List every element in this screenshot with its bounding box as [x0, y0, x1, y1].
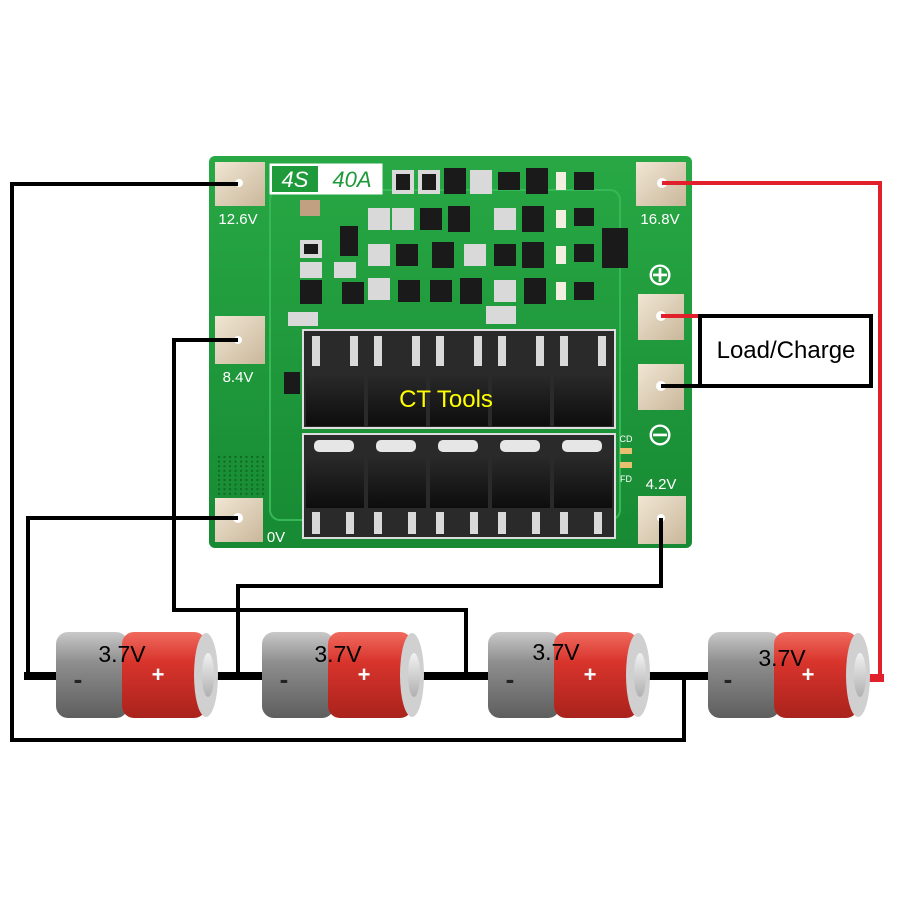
battery-1-plus: + [152, 662, 165, 687]
battery-3-voltage: 3.7V [532, 639, 580, 665]
pad-12v6: 12.6V [215, 162, 265, 228]
smd-components [284, 168, 628, 394]
battery-1-voltage: 3.7V [98, 641, 146, 667]
pad-8v4-label: 8.4V [223, 369, 254, 386]
model-label: 4S 40A [269, 163, 383, 195]
battery-4: 3.7V - + [708, 632, 870, 718]
watermark-text: CT Tools [399, 386, 493, 413]
plus-symbol-icon: ⊕ [647, 256, 674, 292]
bms-board: 4S 40A [209, 156, 692, 548]
load-charge-label: Load/Charge [717, 337, 856, 364]
cd-label: CD [620, 434, 633, 444]
minus-symbol-icon: ⊖ [647, 416, 674, 452]
mosfet-row-top [302, 329, 616, 429]
battery-2-minus: - [280, 664, 289, 694]
battery-2: 3.7V - + [262, 632, 424, 718]
current-rating-text: 40A [332, 167, 371, 192]
battery-4-minus: - [724, 664, 733, 694]
wire-0v [26, 516, 238, 674]
via-dots [218, 456, 264, 495]
mosfet-row-bottom [302, 433, 616, 539]
pad-4v2-label: 4.2V [646, 476, 677, 493]
wire-16v8 [662, 181, 882, 680]
pad-16v8: 16.8V [636, 162, 686, 228]
pad-0v: 0V [215, 498, 285, 546]
model-text: 4S [282, 167, 309, 192]
battery-1: 3.7V - + [56, 632, 218, 718]
wire-4v2 [236, 518, 663, 676]
pad-0v-label: 0V [267, 529, 285, 546]
pad-12v6-label: 12.6V [218, 211, 257, 228]
battery-3: 3.7V - + [488, 632, 650, 718]
wire-8v4 [172, 338, 468, 676]
pad-16v8-label: 16.8V [640, 211, 679, 228]
battery-2-plus: + [358, 662, 371, 687]
battery-4-voltage: 3.7V [758, 645, 806, 671]
wires [10, 181, 884, 742]
battery-4-plus: + [802, 662, 815, 687]
wire-12v6 [10, 182, 686, 742]
load-charge-box: Load/Charge [698, 314, 873, 388]
fd-label: FD [620, 474, 632, 484]
battery-2-voltage: 3.7V [314, 641, 362, 667]
battery-3-plus: + [584, 662, 597, 687]
battery-1-minus: - [74, 664, 83, 694]
battery-3-minus: - [506, 664, 515, 694]
